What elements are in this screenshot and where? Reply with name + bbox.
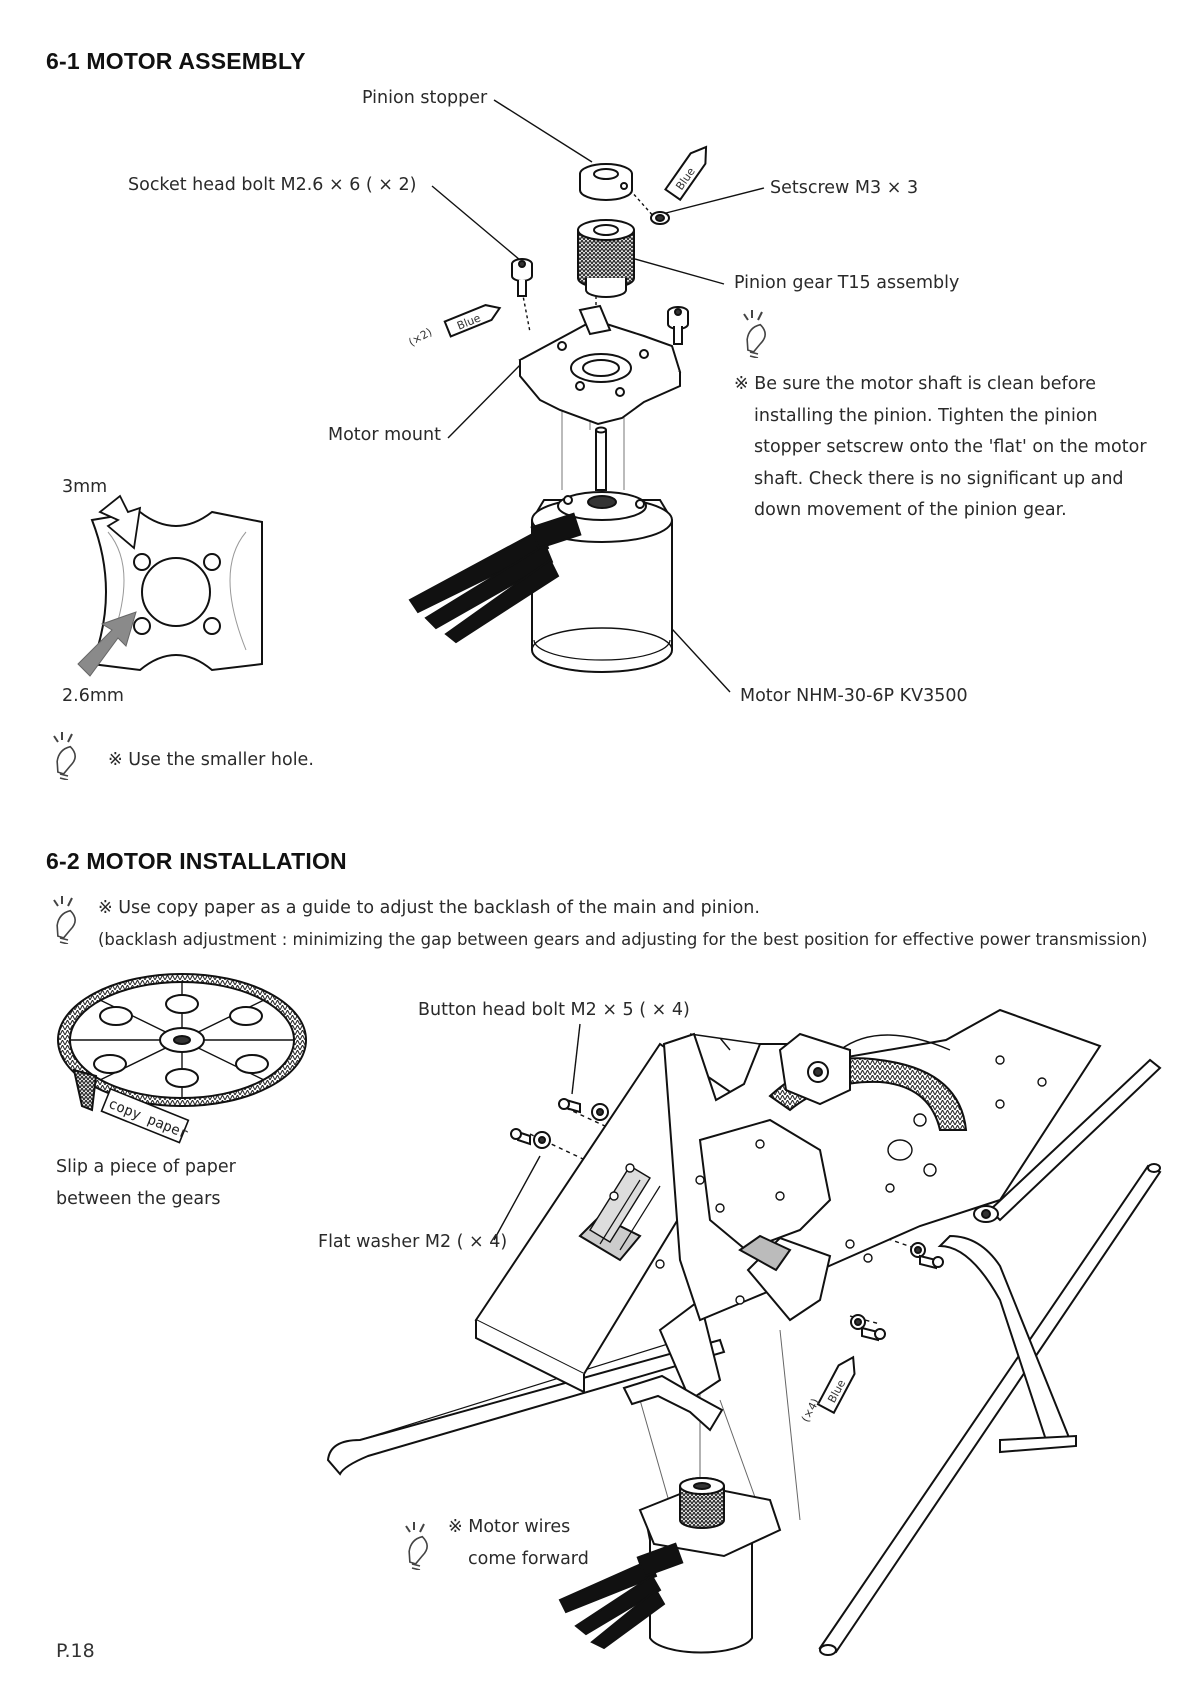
note-line: come forward — [468, 1548, 589, 1569]
hint-lightbulb-icon — [405, 1522, 428, 1570]
backlash-definition: (backlash adjustment : minimizing the ga… — [98, 930, 1148, 949]
note-line: ※ Be sure the motor shaft is clean befor… — [734, 374, 1096, 394]
motor-assembly-drawing: Blue Blue (×2) — [406, 99, 765, 693]
label-flat-washer: Flat washer M2 ( × 4) — [318, 1232, 508, 1252]
section-title-motor-installation: 6-2 MOTOR INSTALLATION — [46, 848, 347, 874]
hint-lightbulb-icon — [53, 896, 76, 944]
label-3mm-hole: 3mm — [62, 477, 108, 497]
hint-lightbulb-icon — [743, 310, 766, 358]
note-line: installing the pinion. Tighten the pinio… — [754, 405, 1098, 426]
label-26mm-hole: 2.6mm — [62, 686, 124, 706]
x2-tag: (×2) — [406, 325, 434, 349]
motor-wires-note: ※ Motor wires come forward — [448, 1512, 589, 1575]
section-title-motor-assembly: 6-1 MOTOR ASSEMBLY — [46, 48, 306, 74]
x4-tag: (×4) — [799, 1396, 822, 1424]
main-gear-copy-paper-drawing: copy paper — [57, 973, 307, 1144]
note-line: down movement of the pinion gear. — [754, 500, 1067, 520]
label-socket-head-bolt: Socket head bolt M2.6 × 6 ( × 2) — [128, 175, 417, 195]
note-line: stopper setscrew onto the 'flat' on the … — [754, 437, 1147, 457]
page-number: P.18 — [56, 1640, 95, 1662]
label-pinion-stopper: Pinion stopper — [362, 88, 488, 108]
mount-hole-detail — [77, 494, 263, 677]
note-line: Slip a piece of paper — [56, 1157, 236, 1177]
label-button-head-bolt: Button head bolt M2 × 5 ( × 4) — [418, 1000, 690, 1020]
note-line: ※ Motor wires — [448, 1517, 571, 1537]
label-setscrew: Setscrew M3 × 3 — [770, 178, 919, 198]
frame-installation-drawing: Blue (×4) — [326, 1008, 1162, 1656]
smaller-hole-note: ※ Use the smaller hole. — [108, 750, 314, 770]
backlash-note: ※ Use copy paper as a guide to adjust th… — [98, 898, 760, 918]
pinion-install-note: ※ Be sure the motor shaft is clean befor… — [734, 369, 1147, 527]
slip-paper-note: Slip a piece of paper between the gears — [56, 1152, 236, 1215]
note-line: shaft. Check there is no significant up … — [754, 468, 1124, 489]
note-line: between the gears — [56, 1188, 221, 1209]
label-motor: Motor NHM-30-6P KV3500 — [740, 686, 968, 706]
hint-lightbulb-icon — [53, 732, 76, 780]
label-motor-mount: Motor mount — [328, 425, 441, 445]
label-pinion-gear: Pinion gear T15 assembly — [734, 273, 960, 293]
